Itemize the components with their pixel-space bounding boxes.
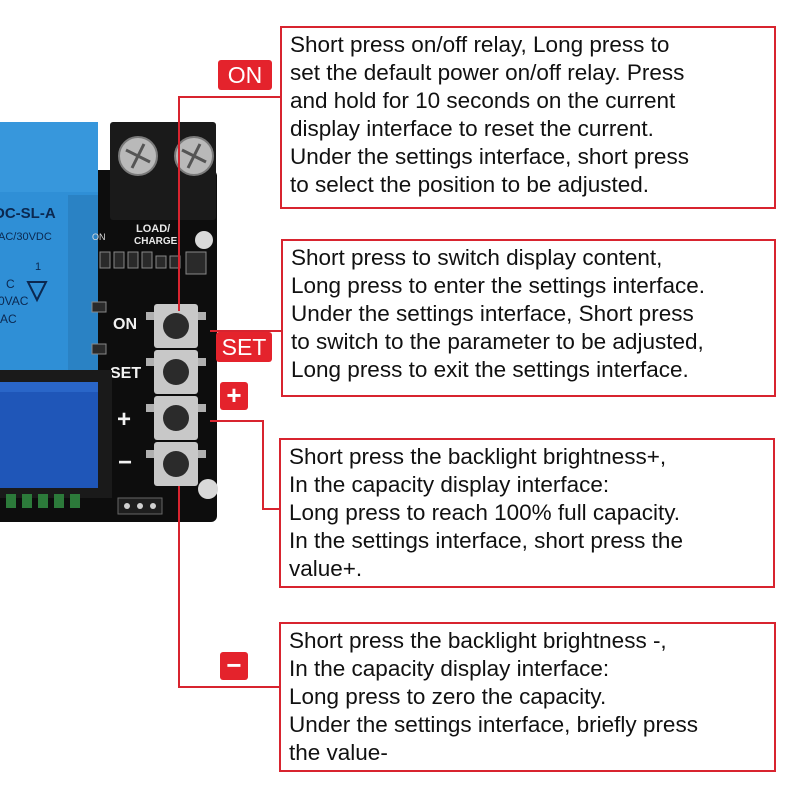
callout-line: Short press the backlight brightness -, <box>289 628 667 653</box>
callout-line: the value- <box>289 740 388 765</box>
button-minus[interactable] <box>146 442 206 486</box>
pcb-label-minus: − <box>118 449 132 476</box>
terminal-label: CHARGE <box>134 236 178 247</box>
callout-line: to select the position to be adjusted. <box>290 172 649 197</box>
tag-set: SET <box>216 332 272 362</box>
relay-model-text: DC-SL-A <box>0 205 56 222</box>
callout-line: value+. <box>289 556 363 581</box>
callout-line: Under the settings interface, briefly pr… <box>289 712 698 737</box>
tag-on: ON <box>218 60 272 90</box>
callout-line: Long press to zero the capacity. <box>289 684 607 709</box>
callout-line: Under the settings interface, Short pres… <box>291 301 694 326</box>
leader-minus-h <box>178 686 281 688</box>
button-set[interactable] <box>146 350 206 394</box>
mounting-hole <box>198 479 218 499</box>
callout-line: to switch to the parameter to be adjuste… <box>291 329 704 354</box>
relay-small-text: AC <box>0 312 17 326</box>
tag-plus: + <box>220 382 248 410</box>
callout-line: In the capacity display interface: <box>289 472 610 497</box>
callout-on: Short press on/off relay, Long press to … <box>280 26 776 209</box>
relay-top-shade <box>0 122 98 192</box>
callout-line: and hold for 10 seconds on the current <box>290 88 676 113</box>
relay-side-shade <box>68 195 98 370</box>
pcb-label-set: SET <box>110 365 141 382</box>
callout-minus: Short press the backlight brightness -, … <box>279 622 776 772</box>
button-on[interactable] <box>146 304 206 348</box>
callout-line: Long press to exit the settings interfac… <box>291 357 689 382</box>
relay-cert-mark <box>26 281 48 303</box>
pcb-small-label: ON <box>92 232 106 242</box>
terminal-label: LOAD/ <box>136 223 170 235</box>
mounting-hole <box>195 231 213 249</box>
pcb-label-plus: + <box>117 406 131 433</box>
callout-line: Short press the backlight brightness+, <box>289 444 667 469</box>
leader-plus-h1 <box>210 420 262 422</box>
leader-on-v <box>178 96 180 311</box>
leader-plus-v <box>262 420 264 509</box>
callout-plus: Short press the backlight brightness+, I… <box>279 438 775 588</box>
leader-on-h <box>178 96 281 98</box>
relay-small-text: 0VAC <box>0 294 29 308</box>
button-plus[interactable] <box>146 396 206 440</box>
callout-line: Under the settings interface, short pres… <box>290 144 689 169</box>
callout-line: In the capacity display interface: <box>289 656 610 681</box>
pcb-label-on: ON <box>113 316 137 333</box>
tag-minus: − <box>220 652 248 680</box>
callout-line: Long press to enter the settings interfa… <box>291 273 705 298</box>
callout-line: Long press to reach 100% full capacity. <box>289 500 681 525</box>
callout-line: display interface to reset the current. <box>290 116 654 141</box>
leader-set-h <box>210 330 281 332</box>
leader-minus-v <box>178 486 180 688</box>
relay-rating-text: AC/30VDC <box>0 231 52 243</box>
relay-small-text: C <box>6 277 15 291</box>
callout-line: Short press to switch display content, <box>291 245 663 270</box>
callout-set: Short press to switch display content, L… <box>281 239 776 397</box>
leader-plus-h2 <box>262 508 280 510</box>
lcd-screen <box>0 382 98 488</box>
callout-line: In the settings interface, short press t… <box>289 528 683 553</box>
relay-small-text: 1 <box>35 261 41 273</box>
callout-line: Short press on/off relay, Long press to <box>290 32 670 57</box>
callout-line: set the default power on/off relay. Pres… <box>290 60 685 85</box>
